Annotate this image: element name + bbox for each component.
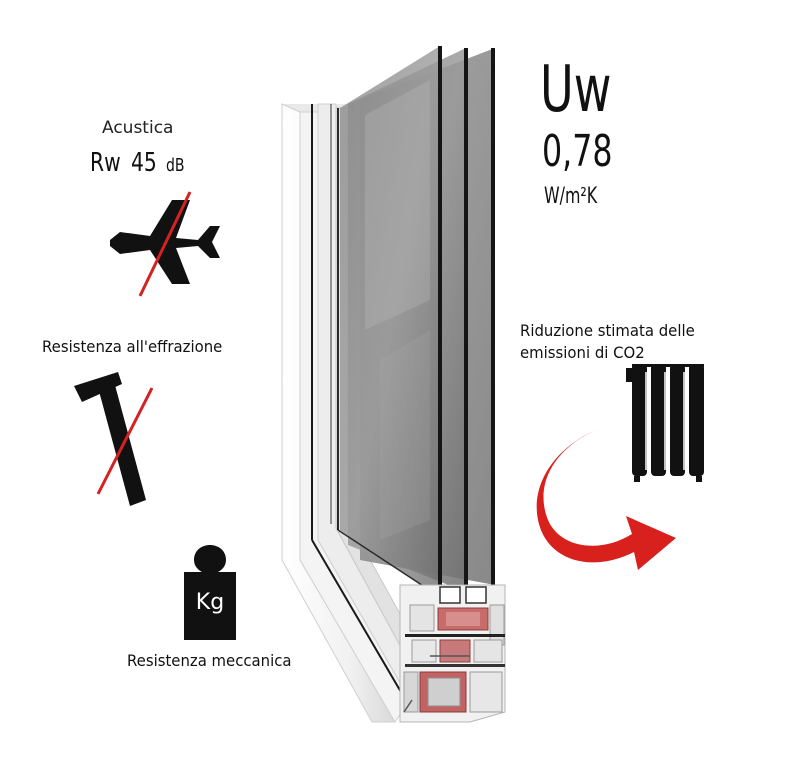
- thermal-symbol: Uw: [540, 53, 612, 127]
- curved-arrow-icon: [536, 424, 676, 570]
- acoustic-rating-value: 45: [131, 148, 158, 178]
- thermal-value: 0,78: [542, 126, 613, 177]
- mechanical-label: Resistenza meccanica: [127, 651, 292, 670]
- emissions-line-1: Riduzione stimata delle: [520, 321, 695, 340]
- airplane-icon: [110, 191, 220, 297]
- emissions-label: Riduzione stimata delle emissioni di CO2: [520, 320, 695, 364]
- radiator-icon: [626, 364, 704, 482]
- acoustic-rating: Rw 45 dB: [90, 148, 190, 178]
- thermal-unit: W/m²K: [544, 184, 598, 209]
- acoustic-rating-prefix: Rw: [90, 148, 121, 178]
- acoustic-rating-unit: dB: [166, 155, 185, 176]
- acoustic-label: Acustica: [102, 118, 174, 138]
- weight-icon: [184, 545, 236, 640]
- weight-label: Kg: [195, 590, 225, 615]
- profile-cross-section: [399, 584, 506, 723]
- burglary-label: Resistenza all'effrazione: [42, 337, 223, 356]
- emissions-line-2: emissioni di CO2: [520, 343, 645, 362]
- triple-glazing: [337, 46, 495, 598]
- hammer-icon: [74, 372, 154, 506]
